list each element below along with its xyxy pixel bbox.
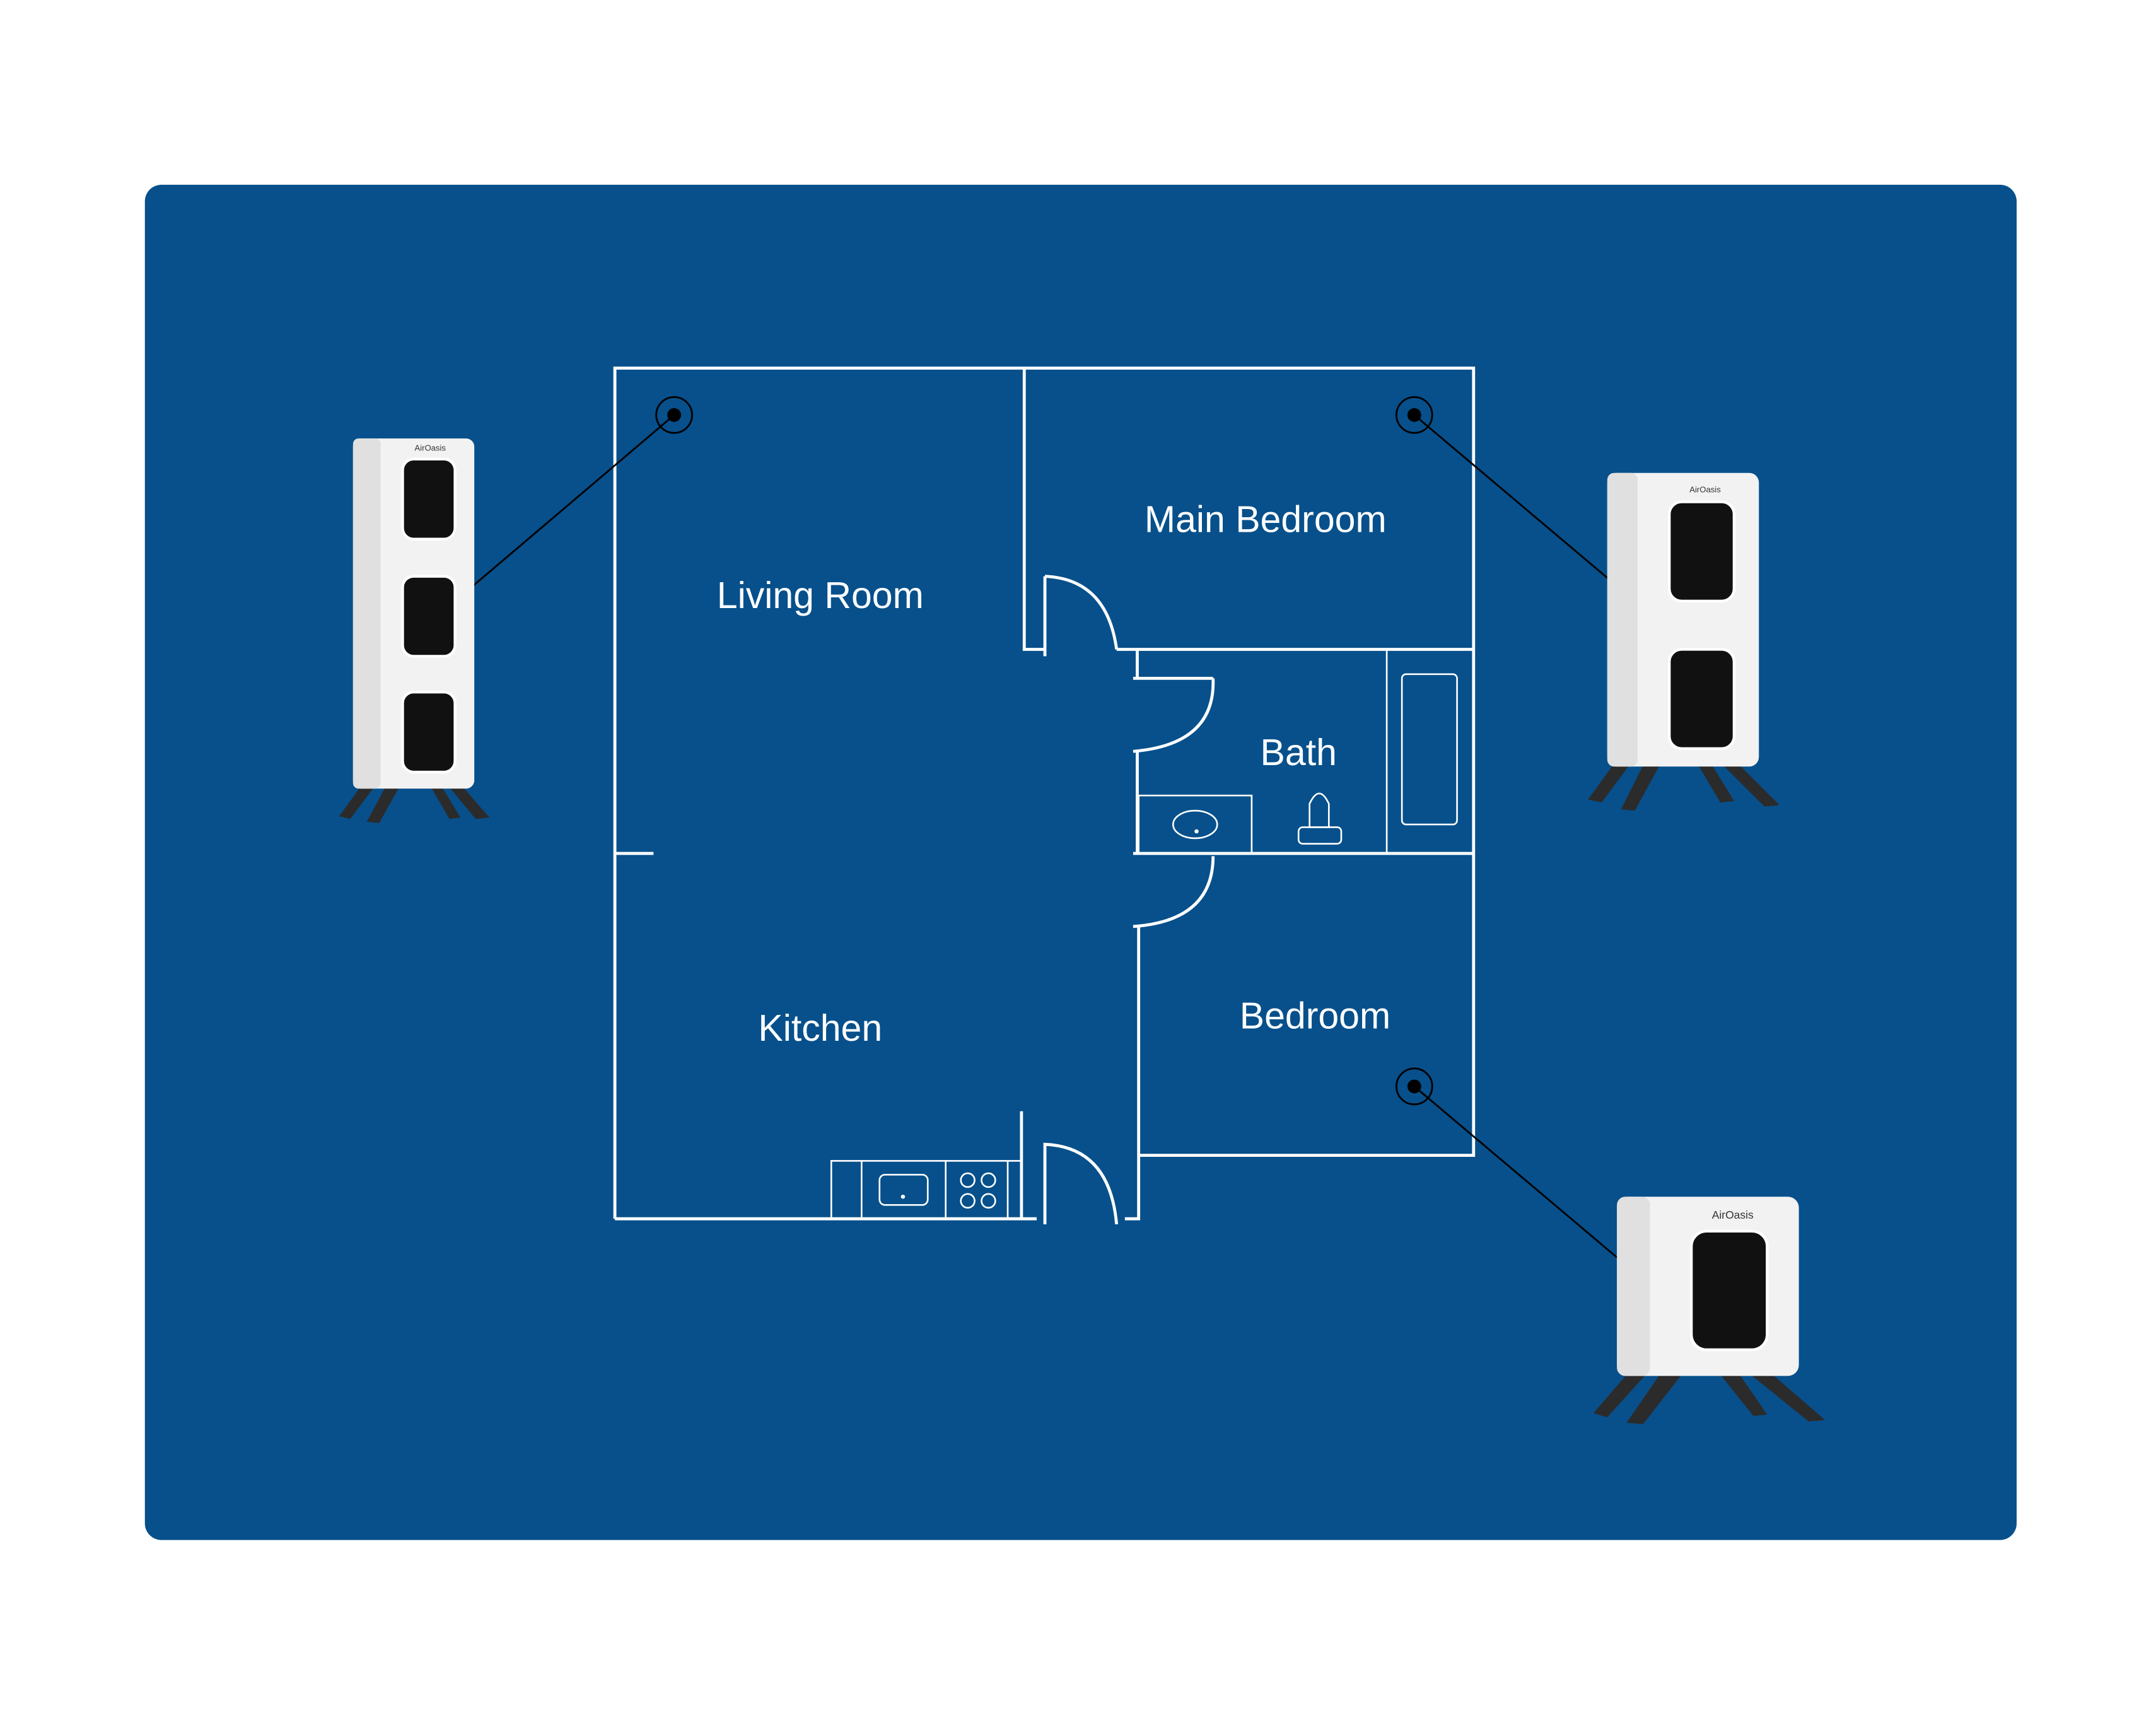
- room-label-bath: Bath: [1261, 732, 1337, 773]
- toilet-seat: [1297, 826, 1343, 845]
- room-label-kitchen: Kitchen: [758, 1007, 882, 1049]
- leader-line: [472, 414, 675, 587]
- air-purifier-medium: AirOasis: [1588, 472, 1780, 811]
- air-purifier-compact: AirOasis: [1593, 1197, 1826, 1424]
- room-label-bedroom: Bedroom: [1240, 995, 1390, 1037]
- vanity-counter: [1138, 794, 1253, 855]
- bath-sink: [1172, 809, 1218, 840]
- bath-door-arc: [1133, 678, 1215, 753]
- marker-main-bedroom: [1395, 396, 1433, 434]
- air-purifier-tall: AirOasis: [339, 438, 490, 823]
- kitchen-door-arc: [1043, 1142, 1119, 1225]
- room-label-living-room: Living Room: [717, 575, 924, 616]
- room-label-main-bedroom: Main Bedroom: [1145, 499, 1387, 541]
- kitchen-counter: [830, 1160, 1023, 1220]
- bedroom-door-arc: [1133, 856, 1215, 928]
- leader-line: [1413, 414, 1618, 587]
- stove-burners: [960, 1172, 996, 1209]
- brand-logo: AirOasis: [1712, 1209, 1754, 1221]
- toilet-tank: [1308, 792, 1330, 828]
- bathroom-fixtures: [1138, 673, 1458, 855]
- brand-logo: AirOasis: [1689, 484, 1721, 494]
- brand-logo: AirOasis: [414, 443, 446, 453]
- marker-bedroom: [1395, 1067, 1433, 1106]
- placement-markers: [472, 396, 1618, 1258]
- blue-panel: [144, 184, 2017, 1540]
- main-bedroom-door-arc: [1044, 575, 1119, 650]
- bathtub: [1401, 673, 1458, 826]
- leader-line: [1413, 1086, 1618, 1258]
- kitchen-sink: [878, 1173, 929, 1206]
- marker-living-room: [655, 396, 693, 434]
